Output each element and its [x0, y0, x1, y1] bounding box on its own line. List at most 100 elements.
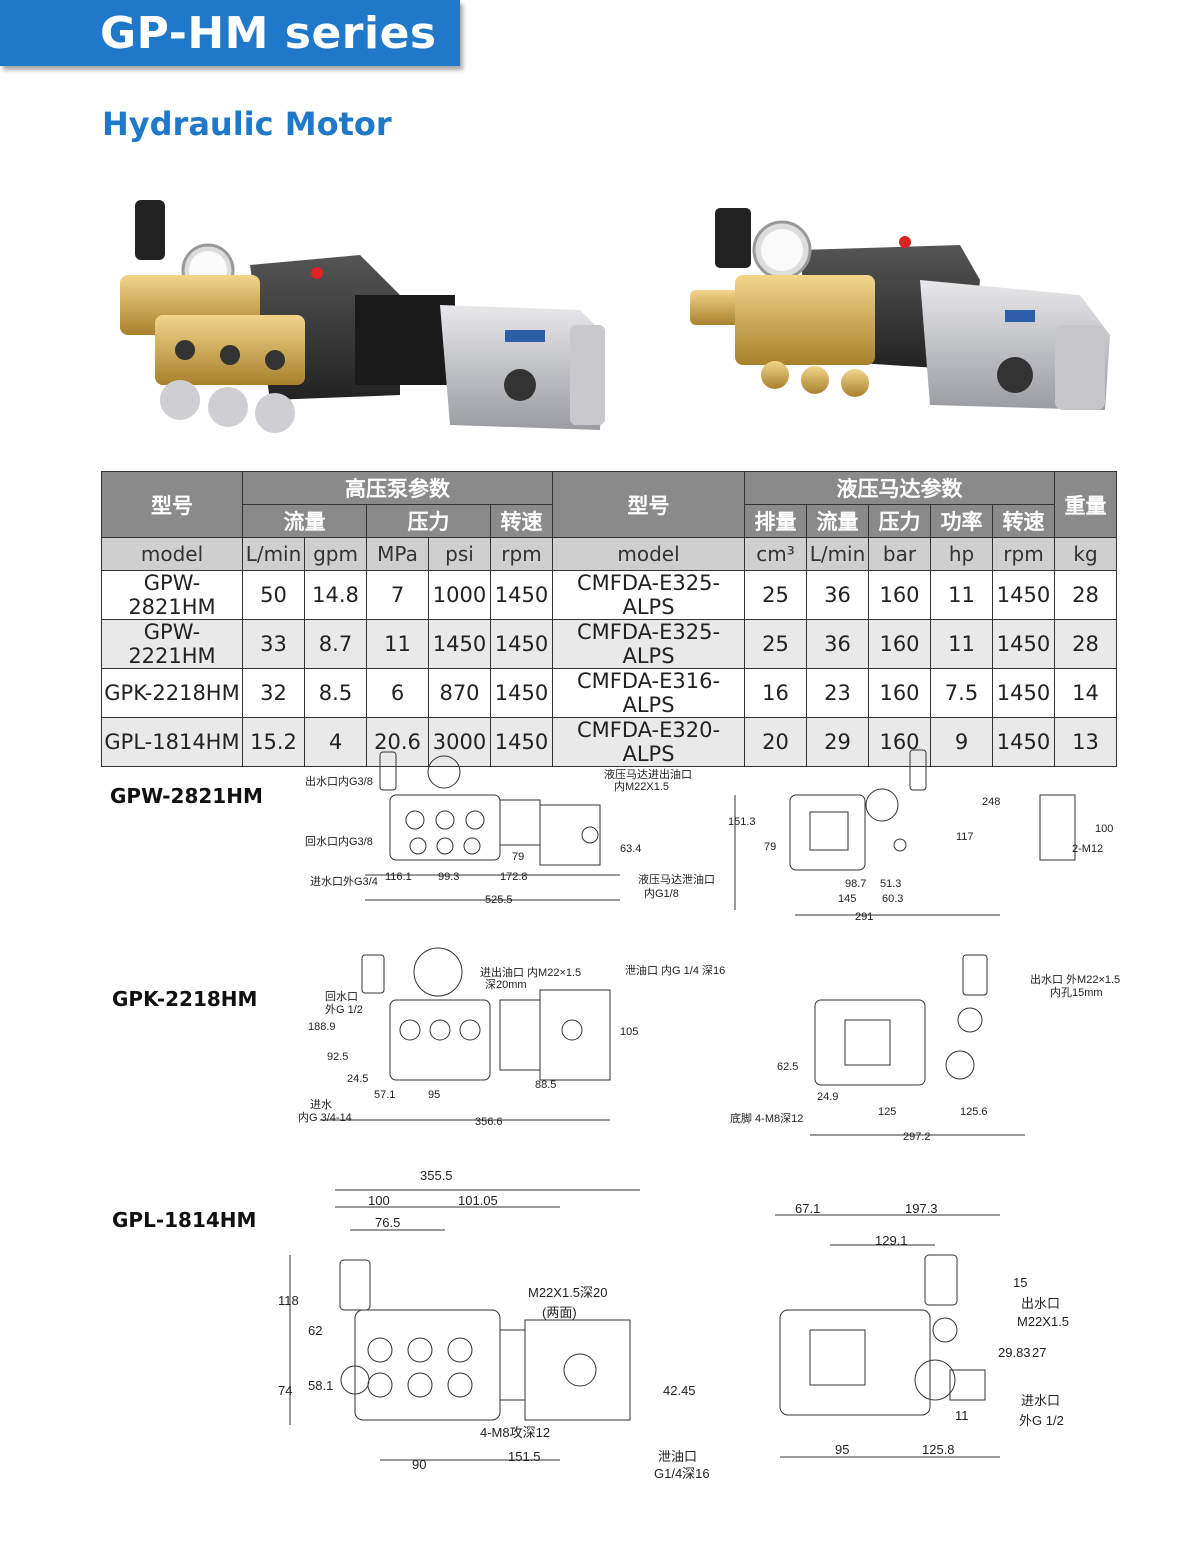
dim: 117 — [956, 831, 974, 843]
table-cell: GPL-1814HM — [101, 717, 243, 767]
unit-cell: bar — [868, 537, 931, 571]
product-photo-gpw — [120, 200, 605, 433]
table-cell: 36 — [806, 570, 869, 620]
title-banner: GP-HM series — [0, 0, 460, 66]
dim: 88.5 — [535, 1079, 556, 1091]
table-cell: 1450 — [490, 668, 553, 718]
col-model-cn: 型号 — [101, 471, 243, 538]
dim: 62 — [308, 1323, 322, 1338]
table-cell: 9 — [930, 717, 993, 767]
table-cell: 1000 — [428, 570, 491, 620]
dim: 248 — [982, 796, 1000, 808]
table-cell: 15.2 — [242, 717, 305, 767]
header-row-1: 型号 高压泵参数 型号 液压马达参数 重量 — [101, 471, 1117, 538]
dim: 188.9 — [308, 1021, 336, 1033]
note-inlet-size: 内G 3/4-14 — [298, 1110, 352, 1124]
units-row: model L/min gpm MPa psi rpm model cm³ L/… — [101, 537, 1117, 571]
table-cell: 7 — [366, 570, 429, 620]
dim: 51.3 — [880, 878, 901, 890]
drawing-gpw-side: 出水口内G3/8 回水口内G3/8 进水口外G3/4 液压马达进出油口 内M22… — [305, 751, 715, 906]
note-outlet: 出水口内G3/8 — [305, 774, 373, 788]
note-oil-depth: 深20mm — [485, 978, 527, 991]
dim: 76.5 — [375, 1215, 400, 1230]
note-oil-in-size: 内M22X1.5 — [614, 779, 669, 793]
note-tap: 4-M8攻深12 — [480, 1425, 550, 1440]
table-cell: 7.5 — [930, 668, 993, 718]
col-motor-params: 液压马达参数 — [744, 471, 1055, 505]
table-cell: 160 — [868, 717, 931, 767]
drawing-label-gpl: GPL-1814HM — [112, 1208, 257, 1232]
table-cell: 160 — [868, 570, 931, 620]
drawing-label-gpk: GPK-2218HM — [112, 987, 258, 1011]
table-cell: 1450 — [992, 619, 1055, 669]
table-cell: 33 — [242, 619, 305, 669]
note-oil-side: (两面) — [542, 1305, 577, 1320]
col-displacement: 排量 — [744, 504, 807, 538]
table-cell: CMFDA-E320-ALPS — [552, 717, 745, 767]
drawing-gpw-front: 151.3 79 98.7 51.3 145 60.3 291 117 248 … — [728, 749, 1113, 923]
table-cell: 3000 — [428, 717, 491, 767]
drawing-gpl-side: 355.5 100 101.05 76.5 118 62 74 58.1 42.… — [278, 1168, 710, 1481]
note-drain-size: G1/4深16 — [654, 1466, 710, 1481]
dim: 67.1 — [795, 1201, 820, 1216]
table-cell: 1450 — [490, 570, 553, 620]
dim: 105 — [620, 1026, 638, 1038]
col-m-flow: 流量 — [806, 504, 869, 538]
unit-cell: cm³ — [744, 537, 807, 571]
table-cell: 4 — [304, 717, 367, 767]
dim: 11 — [955, 1408, 969, 1423]
table-cell: 36 — [806, 619, 869, 669]
col-pump-params: 高压泵参数 — [242, 471, 553, 505]
table-cell: 1450 — [992, 570, 1055, 620]
table-cell: 8.5 — [304, 668, 367, 718]
dim: 291 — [855, 911, 873, 923]
dim: 42.45 — [663, 1383, 696, 1398]
col-flow: 流量 — [242, 504, 367, 538]
unit-cell: hp — [930, 537, 993, 571]
dim: 197.3 — [905, 1201, 938, 1216]
dim: 62.5 — [777, 1061, 798, 1073]
col-m-pressure: 压力 — [868, 504, 931, 538]
note-oil-in: 进出油口 内M22×1.5 — [480, 965, 581, 979]
dim: 29.83 — [998, 1345, 1031, 1360]
dim: 297.2 — [903, 1131, 931, 1143]
table-cell: 11 — [930, 570, 993, 620]
col-weight: 重量 — [1054, 471, 1117, 538]
col-m-speed: 转速 — [992, 504, 1055, 538]
unit-cell: psi — [428, 537, 491, 571]
table-cell: 11 — [366, 619, 429, 669]
dim: 79 — [764, 841, 776, 853]
drawing-gpk-side: 回水口 外G 1/2 进出油口 内M22×1.5 深20mm 泄油口 内G 1/… — [298, 947, 725, 1128]
product-photo-gpk — [690, 208, 1110, 410]
drawing-gpl-front: 67.1 197.3 129.1 15 29.83 27 11 95 125.8… — [775, 1201, 1069, 1458]
table-cell: CMFDA-E316-ALPS — [552, 668, 745, 718]
dim: 63.4 — [620, 843, 641, 855]
note-return: 回水口 — [325, 990, 358, 1003]
table-cell: 1450 — [490, 619, 553, 669]
dim: 57.1 — [374, 1089, 395, 1101]
table-cell: 8.7 — [304, 619, 367, 669]
dim: 27 — [1032, 1345, 1046, 1360]
dim: 125.6 — [960, 1106, 988, 1118]
table-cell: 870 — [428, 668, 491, 718]
unit-cell: model — [101, 537, 243, 571]
note-oil: M22X1.5深20 — [528, 1285, 608, 1300]
header-row-2: 流量 压力 转速 排量 流量 压力 功率 转速 — [102, 504, 1117, 538]
table-cell: 25 — [744, 619, 807, 669]
dim: 100 — [1095, 823, 1113, 835]
unit-cell: kg — [1054, 537, 1117, 571]
table-cell: 11 — [930, 619, 993, 669]
table-cell: 20.6 — [366, 717, 429, 767]
dim: 172.8 — [500, 871, 528, 883]
col-pressure: 压力 — [366, 504, 491, 538]
table-cell: 6 — [366, 668, 429, 718]
table-cell: 23 — [806, 668, 869, 718]
dim: 60.3 — [882, 893, 903, 905]
table-cell: 14 — [1054, 668, 1117, 718]
page-title: GP-HM series — [100, 8, 437, 59]
dim: 58.1 — [308, 1378, 333, 1393]
note-drain: 泄油口 内G 1/4 深16 — [625, 963, 725, 977]
dim: 151.3 — [728, 816, 756, 828]
